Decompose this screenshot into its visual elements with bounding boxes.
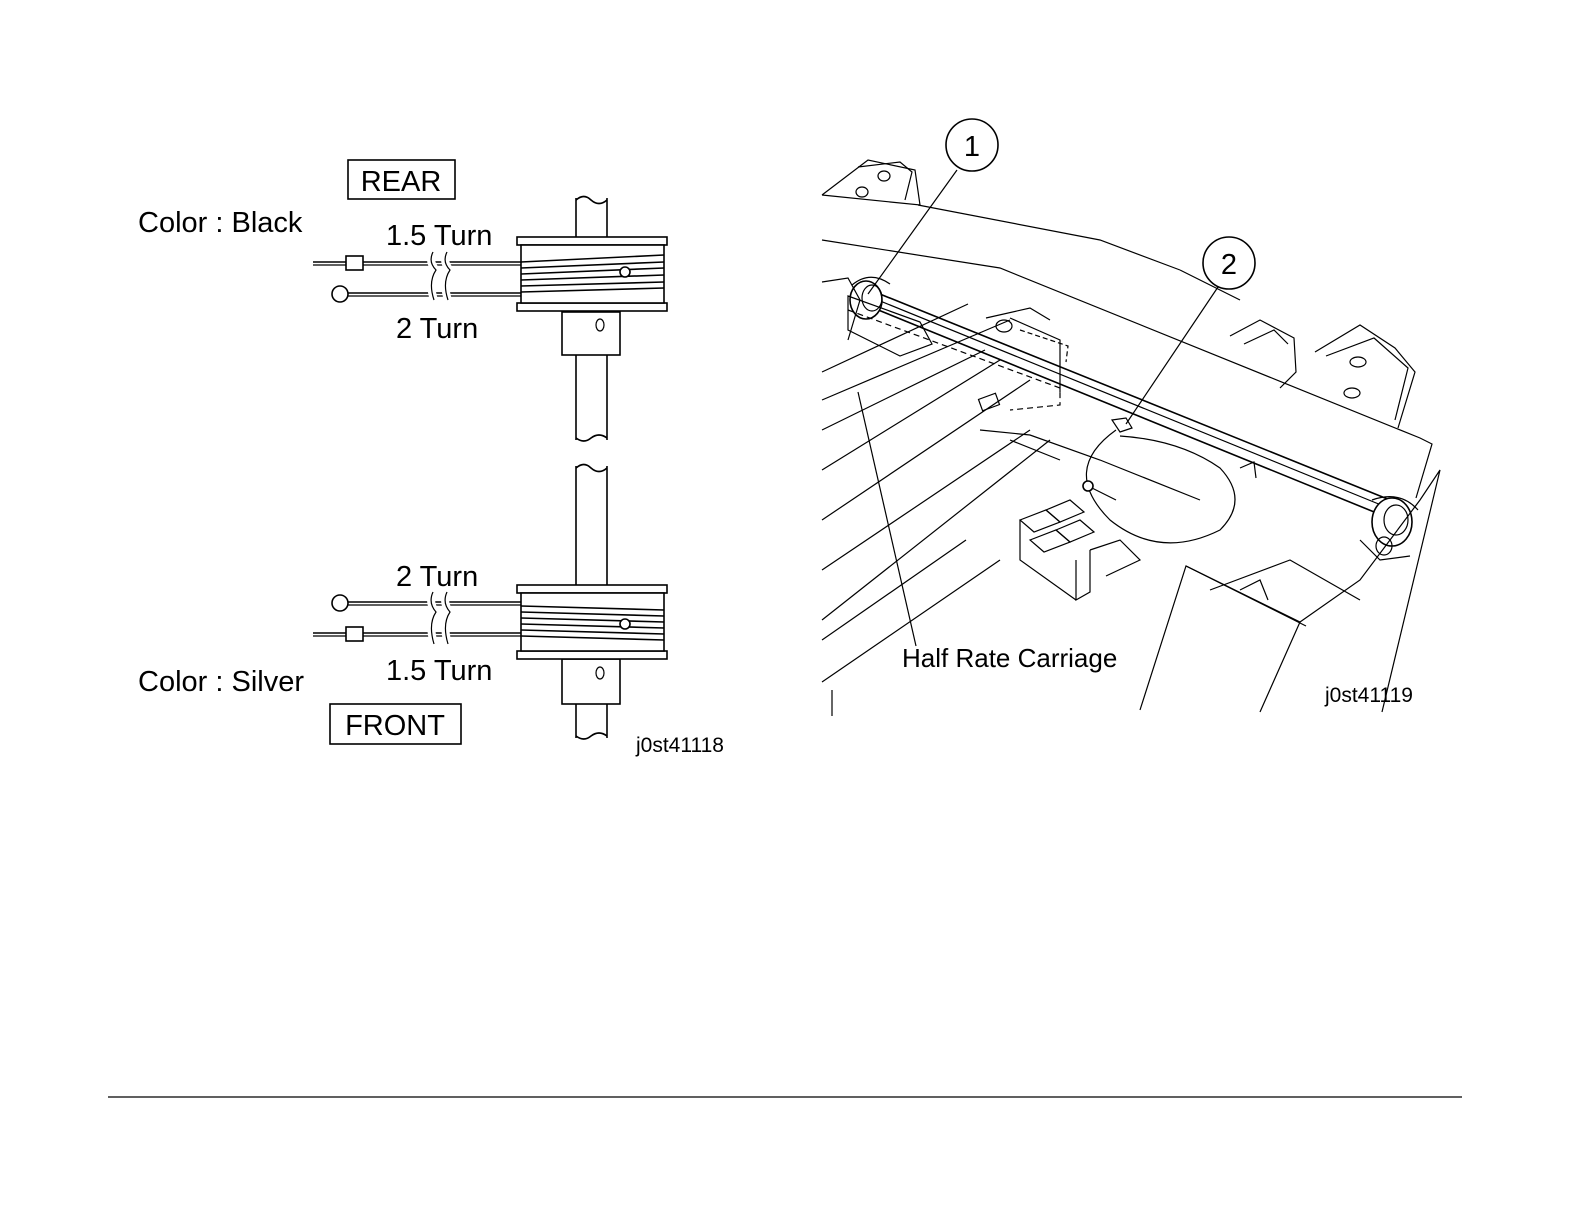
front-label: FRONT — [345, 710, 445, 742]
switch-block — [1020, 500, 1140, 600]
callout-2-label: 2 — [1221, 249, 1237, 281]
rear-cables — [313, 252, 521, 302]
front-pulley — [517, 585, 667, 704]
front-upper-turn-label: 2 Turn — [396, 561, 478, 593]
callout-2-leader — [1126, 287, 1218, 424]
right-figure-id: j0st41119 — [1324, 684, 1413, 707]
rear-upper-turn-label: 1.5 Turn — [386, 220, 492, 252]
rear-label: REAR — [361, 166, 442, 198]
cable-terminal-icon — [346, 256, 363, 270]
front-cables — [313, 592, 521, 644]
rear-lower-turn-label: 2 Turn — [396, 313, 478, 345]
cable-winding-diagram: REAR Color : Black 1.5 Turn 2 Turn — [138, 160, 724, 757]
rear-pulley — [517, 237, 667, 355]
rear-cable-color: Color : Black — [138, 207, 303, 239]
cable-ball-end-icon — [332, 595, 348, 611]
front-lower-turn-label: 1.5 Turn — [386, 655, 492, 687]
callout-1-leader — [868, 170, 957, 294]
callout-1-label: 1 — [964, 131, 980, 163]
front-cable-color: Color : Silver — [138, 666, 304, 698]
left-figure-id: j0st41118 — [635, 734, 724, 757]
cable-ball-end-icon — [332, 286, 348, 302]
carriage-label: Half Rate Carriage — [902, 643, 1117, 673]
carriage-assembly-illustration: 1 2 Half Rate Carriage j0st41119 — [822, 119, 1440, 716]
cable-terminal-icon — [346, 627, 363, 641]
